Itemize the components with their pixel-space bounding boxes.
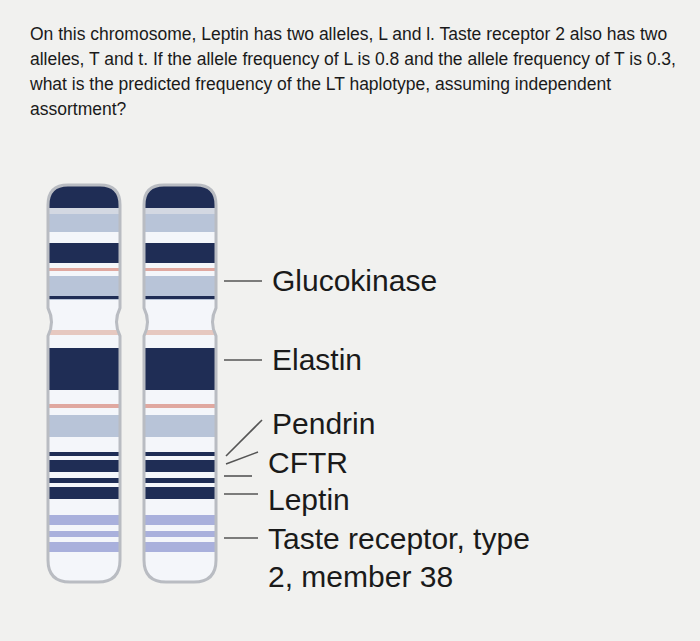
gene-label: Pendrin [272, 405, 572, 443]
question-text: On this chromosome, Leptin has two allel… [30, 22, 680, 122]
gene-label: Glucokinase [272, 262, 572, 300]
chromosome [44, 185, 124, 582]
gene-label: Elastin [272, 341, 572, 379]
chromosome [140, 185, 220, 582]
gene-label: Taste receptor, type 2, member 38 [268, 520, 558, 596]
gene-label: CFTR [268, 444, 568, 482]
gene-label: Leptin [268, 481, 568, 519]
leader-lines [224, 281, 262, 538]
